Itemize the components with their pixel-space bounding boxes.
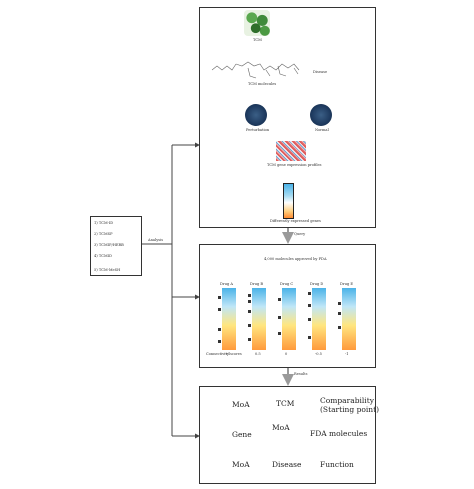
- gene-hit-tick: [338, 312, 341, 315]
- ranked-genes-label: Differently expressed genes: [270, 219, 321, 223]
- database-item: 4) TCMID: [94, 254, 112, 258]
- gene-hit-tick: [248, 294, 251, 297]
- signature-label: TCM gene expression profiles: [267, 163, 322, 167]
- drug-label: Drug E: [340, 282, 353, 286]
- moa-top-node: MoA: [232, 400, 250, 409]
- drug-ranked-bar: [252, 288, 266, 350]
- normal-label: Normal: [315, 128, 329, 132]
- gene-hit-tick: [308, 336, 311, 339]
- connectivity-scores-label: Connectivity scores: [206, 352, 242, 356]
- perturbation-label: Perturbation: [246, 128, 270, 132]
- database-item: 1) TCM-ID: [94, 221, 114, 225]
- perturbation-cell-image: [245, 104, 267, 126]
- disease-label: Disease: [313, 70, 328, 74]
- connectivity-score: 0: [285, 352, 288, 356]
- herb-image: [244, 10, 270, 36]
- comparability-node: Comparability: [320, 396, 374, 405]
- gene-hit-tick: [308, 304, 311, 307]
- database-item: 3) TCMIP/HERB: [94, 243, 124, 247]
- molecules-label: TCM molecules: [248, 82, 277, 86]
- drug-label: Drug B: [250, 282, 263, 286]
- gene-hit-tick: [248, 338, 251, 341]
- gene-hit-tick: [218, 340, 221, 343]
- function-node: Function: [320, 460, 354, 469]
- disease-node: Disease: [272, 460, 302, 469]
- gene-hit-tick: [338, 326, 341, 329]
- database-list-box: 1) TCM-ID 2) TCMSP 3) TCMIP/HERB 4) TCMI…: [90, 216, 142, 276]
- mechanism-panel: [199, 386, 376, 484]
- gene-hit-tick: [248, 324, 251, 327]
- gene-hit-tick: [278, 298, 281, 301]
- gene-hit-tick: [338, 302, 341, 305]
- gene-hit-tick: [308, 318, 311, 321]
- drug-ranked-bar: [312, 288, 326, 350]
- gene-hit-tick: [278, 332, 281, 335]
- connectivity-score: -1: [345, 352, 349, 356]
- gene-hit-tick: [308, 292, 311, 295]
- database-item: 2) TCMSP: [94, 232, 113, 236]
- gene-node: Gene: [232, 430, 252, 439]
- connectivity-score: -0.5: [315, 352, 322, 356]
- gene-hit-tick: [248, 310, 251, 313]
- drug-ranked-bar: [342, 288, 356, 350]
- drug-label: Drug C: [280, 282, 294, 286]
- drug-ranked-bar: [222, 288, 236, 350]
- results-label: Results: [294, 372, 308, 376]
- starting-point-node: (Starting point): [320, 405, 380, 414]
- query-label: Query: [294, 232, 306, 236]
- connector-label: Analysis: [148, 238, 164, 242]
- gene-hit-tick: [218, 328, 221, 331]
- gene-hit-tick: [248, 300, 251, 303]
- tcm-node: TCM: [276, 399, 295, 408]
- drug-ranked-bar: [282, 288, 296, 350]
- gene-hit-tick: [218, 296, 221, 299]
- ranked-gene-bar: [283, 183, 294, 219]
- tcm-label: TCM: [253, 38, 262, 42]
- connectivity-score: +1: [225, 352, 231, 356]
- drug-label: Drug A: [220, 282, 233, 286]
- molecule-structures: [211, 61, 300, 79]
- connectivity-score: 0.5: [255, 352, 261, 356]
- moa-center-node: MoA: [272, 423, 290, 432]
- gene-hit-tick: [218, 308, 221, 311]
- normal-cell-image: [310, 104, 332, 126]
- database-item: 5) TCM-MeSH: [94, 268, 121, 272]
- drug-label: Drug D: [310, 282, 324, 286]
- gene-hit-tick: [278, 316, 281, 319]
- gene-expression-heatmap: [276, 141, 306, 161]
- fda-molecules-node: FDA molecules: [310, 429, 368, 438]
- moa-bottom-node: MoA: [232, 460, 250, 469]
- fda-molecules-title: 4,000 molecules approved by FDA: [264, 257, 327, 261]
